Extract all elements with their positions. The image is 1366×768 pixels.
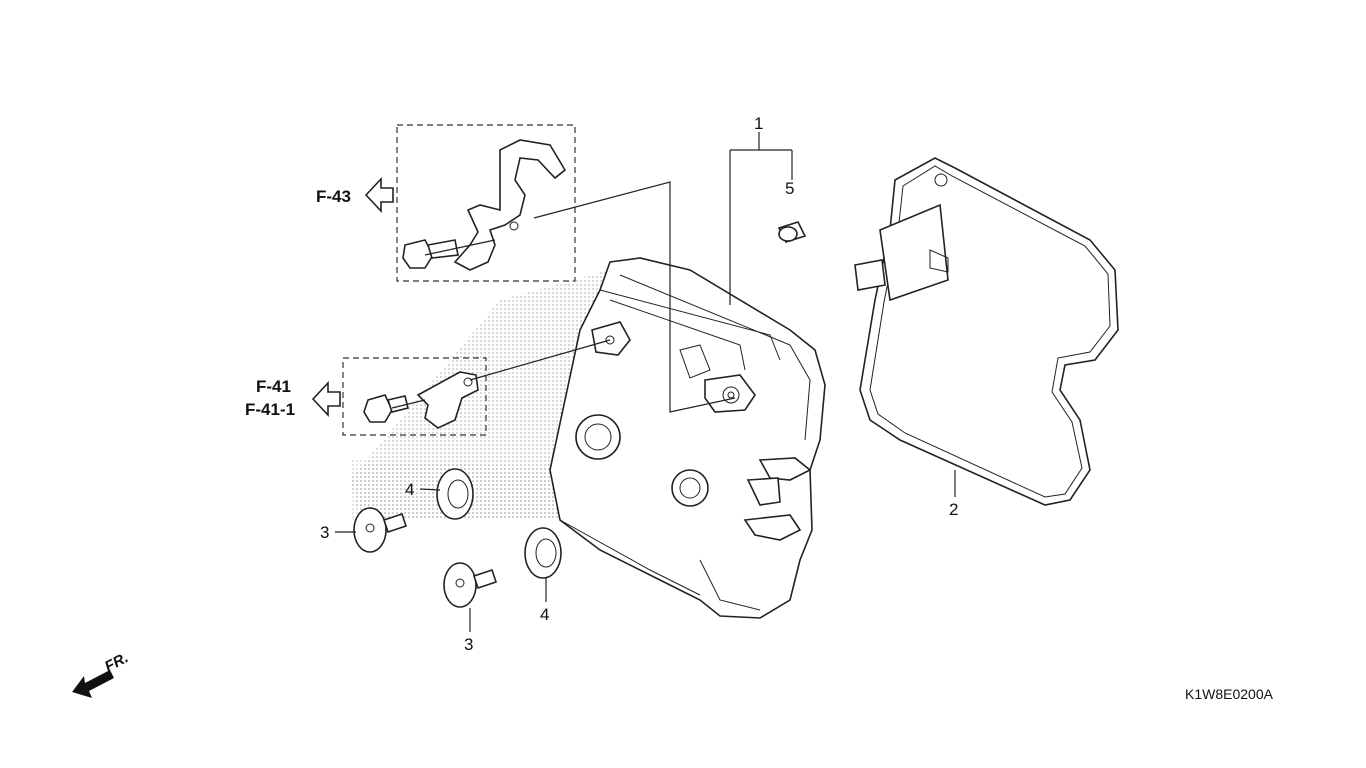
valve-cover-gasket — [854, 157, 1119, 506]
front-direction-label: FR. — [102, 649, 131, 675]
upper-flange-bolt — [402, 239, 459, 269]
ref-f41: F-41 — [256, 377, 291, 396]
dowel-pin — [777, 221, 807, 243]
leader-lines — [335, 132, 956, 632]
callout-3-left: 3 — [320, 523, 329, 542]
callout-2: 2 — [949, 500, 958, 519]
callout-5: 5 — [785, 179, 794, 198]
grommet-upper — [436, 468, 474, 520]
f43-ref-arrow — [364, 176, 394, 214]
callout-3-bottom: 3 — [464, 635, 473, 654]
screw-bottom — [443, 562, 498, 608]
callout-4-lower: 4 — [540, 605, 549, 624]
upper-clamp-bracket — [453, 139, 567, 271]
f43-detail-box — [396, 124, 576, 282]
ref-f43: F-43 — [316, 187, 351, 206]
ref-f41-1: F-41-1 — [245, 400, 295, 419]
screw-left — [353, 507, 408, 553]
f41-detail-box — [342, 357, 487, 436]
callout-1: 1 — [754, 114, 763, 133]
lower-flange-bolt — [363, 394, 409, 423]
callout-4-upper: 4 — [405, 480, 414, 499]
grommet-lower — [524, 527, 562, 579]
valve-cover — [549, 257, 826, 619]
f41-ref-arrow — [311, 380, 341, 418]
diagram-code: K1W8E0200A — [1185, 686, 1274, 702]
front-direction-arrow — [72, 670, 114, 698]
lower-clamp-bracket — [416, 371, 479, 429]
